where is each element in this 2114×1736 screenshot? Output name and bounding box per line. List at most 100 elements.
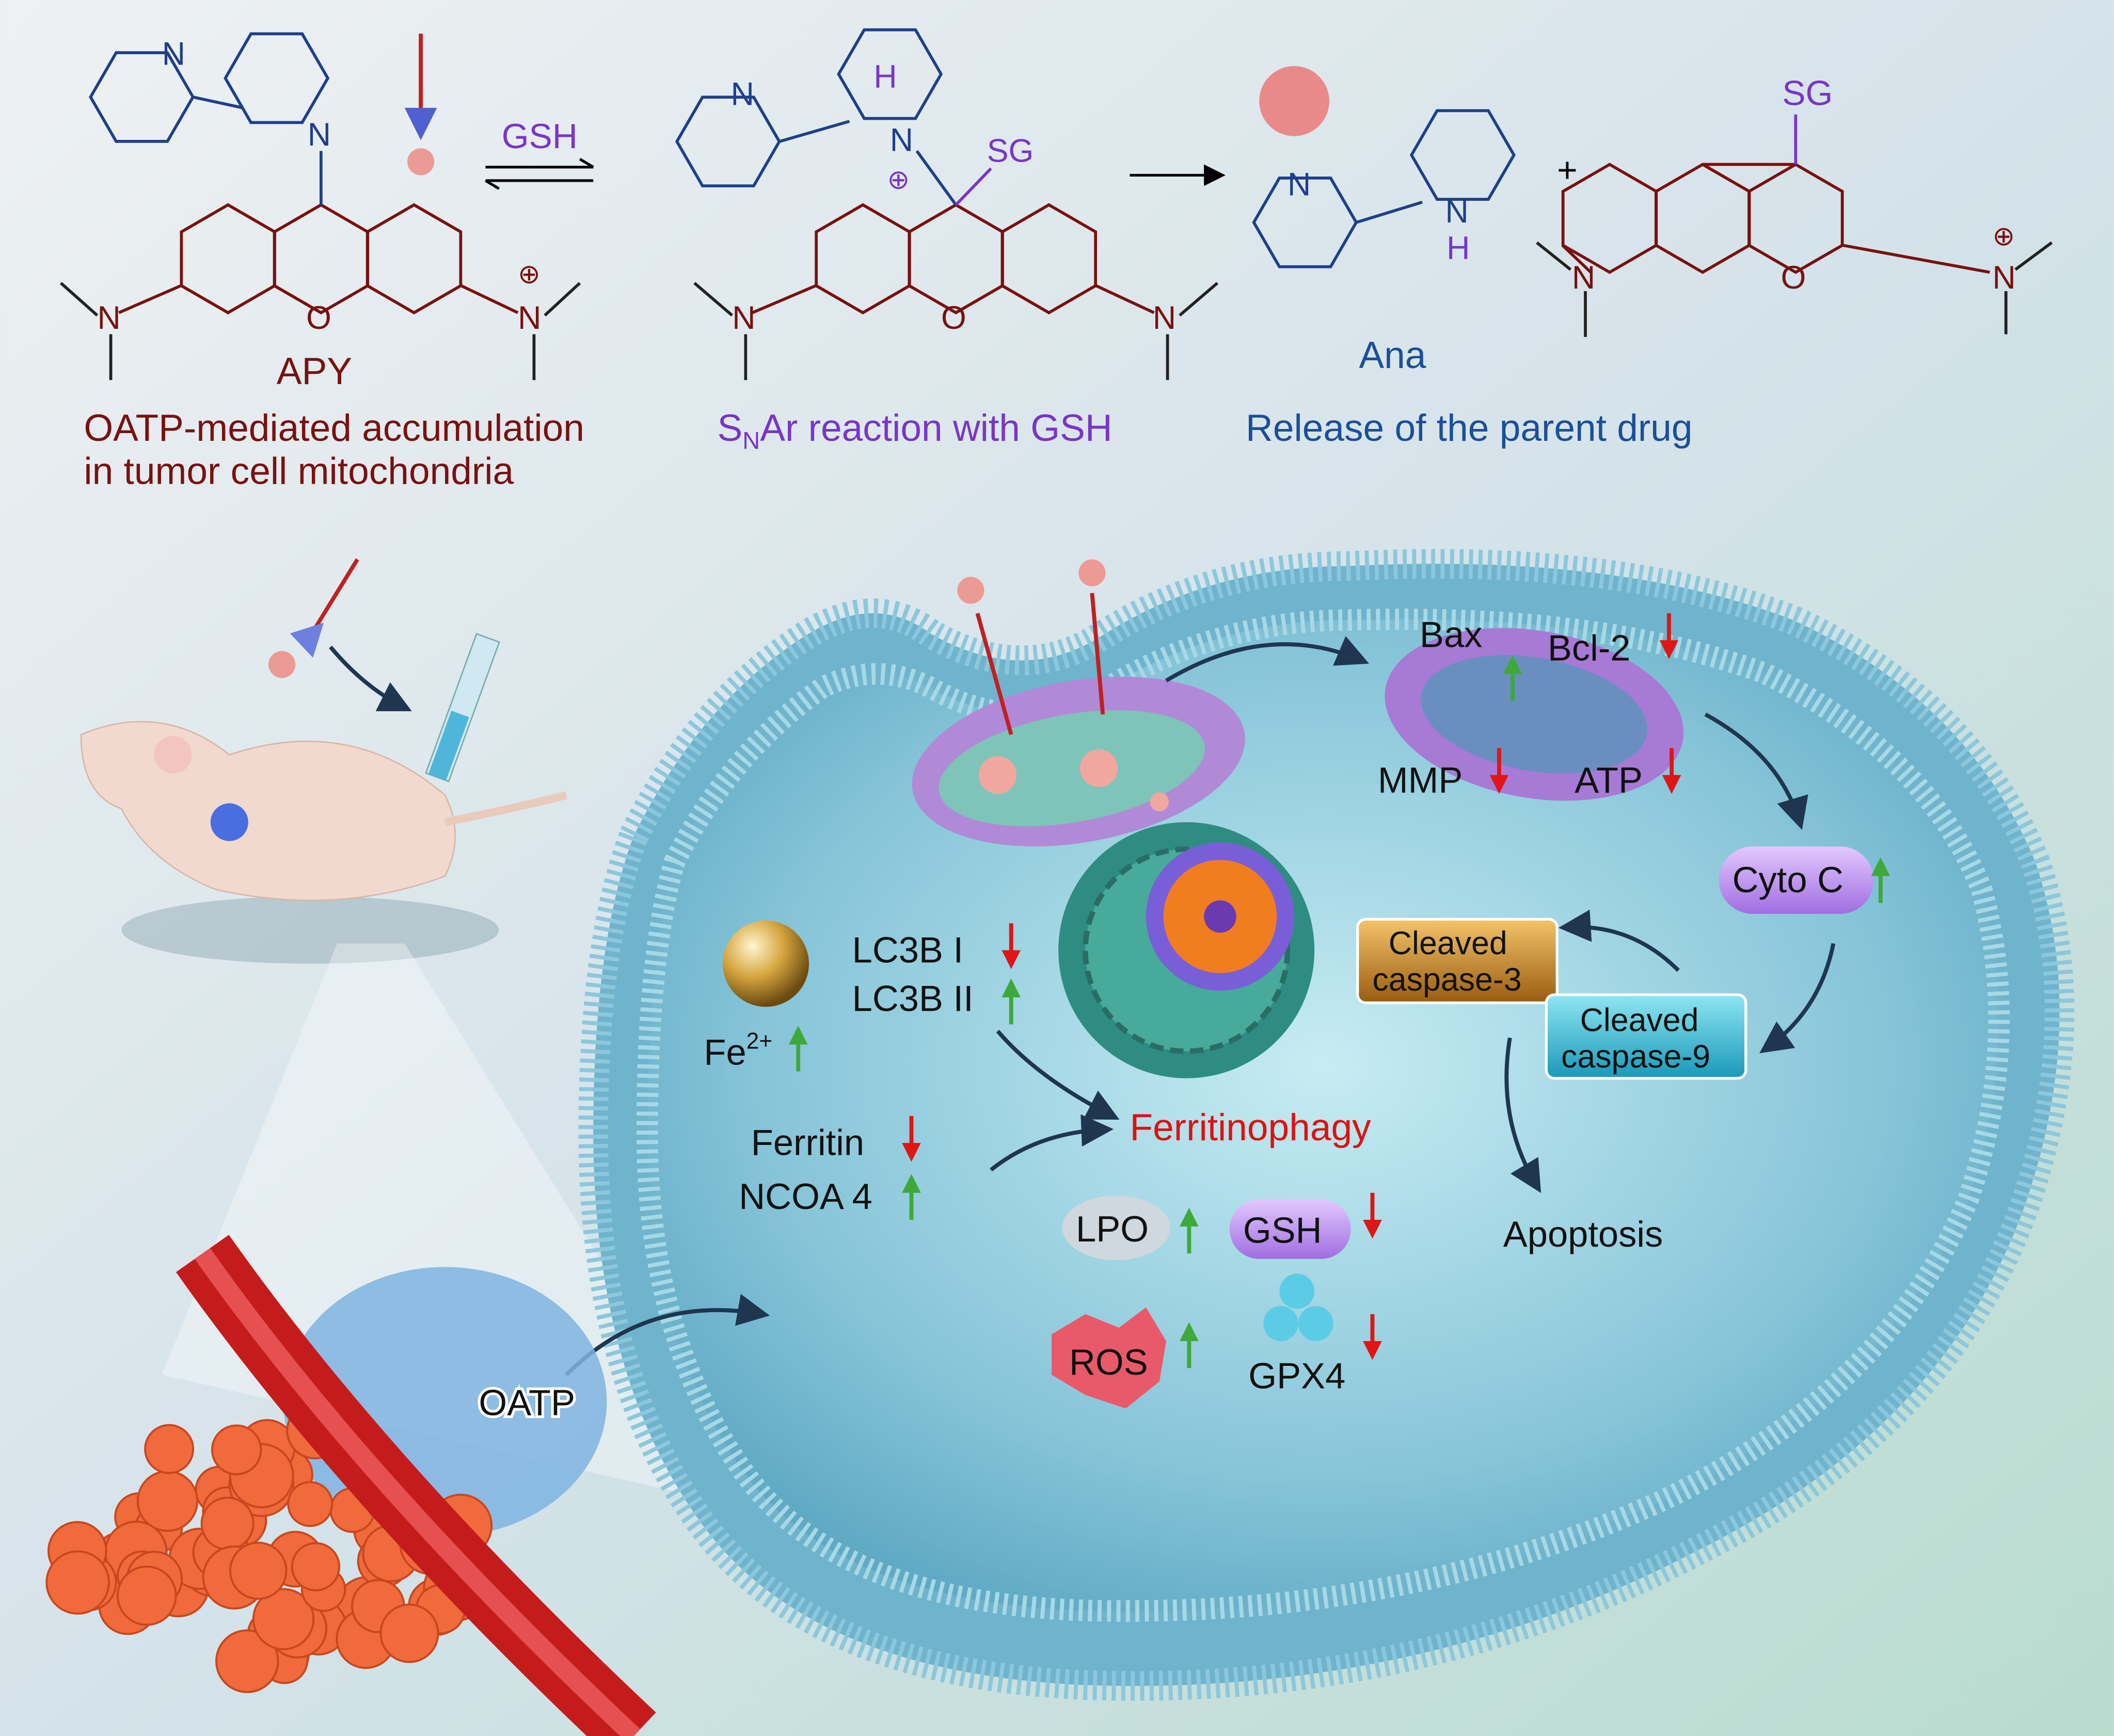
bond <box>955 167 992 206</box>
ferritinophagy-label: Ferritinophagy <box>1130 1107 1371 1149</box>
arrow-head <box>1662 775 1681 794</box>
drug-release-particle <box>1259 66 1329 136</box>
caspase-9-line1: Cleaved <box>1580 1002 1699 1038</box>
caspase-9-badge <box>1545 993 1747 1080</box>
up-arrow-icon <box>1503 655 1522 701</box>
atom-n: N <box>732 300 755 336</box>
bond <box>2014 241 2053 271</box>
up-arrow-icon <box>1180 1322 1199 1368</box>
chemical-structures <box>60 28 2053 380</box>
atom-n: N <box>97 300 120 336</box>
bond <box>193 95 244 109</box>
iron-sphere-icon <box>722 920 809 1007</box>
up-arrow-icon <box>1871 857 1890 903</box>
blood-vessel <box>176 1235 656 1736</box>
tumor-cell <box>200 1496 255 1551</box>
up-arrow-icon <box>788 1025 808 1072</box>
nucleus-er <box>1058 822 1315 1078</box>
tumor-cell <box>291 1542 341 1591</box>
tumor-cell <box>379 1603 439 1663</box>
down-arrow-icon <box>1662 748 1681 794</box>
arrow-head <box>1659 640 1679 659</box>
atom-o: O <box>1781 260 1806 296</box>
snar-caption: SNAr reaction with GSH <box>718 407 1112 454</box>
mitochondrion-damaged <box>1385 628 1684 801</box>
lc3b2-label: LC3B II <box>852 978 974 1018</box>
charge: ⊕ <box>887 165 910 195</box>
flow-arrow <box>1704 712 1808 830</box>
tumor-cell <box>136 1470 199 1532</box>
arrow-head <box>1503 655 1522 674</box>
bond <box>1095 284 1155 314</box>
tumor-cell <box>229 1541 288 1600</box>
bond <box>693 282 734 317</box>
down-arrow-icon <box>1489 748 1509 794</box>
flow-arrow <box>1504 1037 1541 1193</box>
flow-arrow <box>1759 943 1836 1054</box>
tumor-cell <box>211 1424 262 1475</box>
arrow-head <box>902 1174 921 1193</box>
flow-arrow <box>1558 910 1680 972</box>
arrow-head <box>1002 950 1021 969</box>
atom-n: N <box>162 36 185 72</box>
up-arrow-icon <box>902 1174 921 1220</box>
equilibrium-arrow <box>485 157 594 190</box>
caspase-3-badge <box>1356 918 1559 1005</box>
bax-label: Bax <box>1420 614 1482 655</box>
ferritin-label: Ferritin <box>751 1122 864 1163</box>
lpo-label: LPO <box>1076 1208 1149 1249</box>
fe-label: Fe2+ <box>704 1028 772 1072</box>
ring <box>224 32 330 124</box>
caspase-3-line1: Cleaved <box>1389 926 1507 962</box>
lc3b1-label: LC3B I <box>852 929 963 970</box>
apy-label: APY <box>277 351 352 392</box>
gpx4-label: GPX4 <box>1248 1355 1345 1396</box>
atom-n: N <box>1288 167 1311 203</box>
scheme-dart-icon <box>404 34 437 176</box>
arrow-head <box>1489 775 1509 794</box>
mmp-label: MMP <box>1378 759 1463 800</box>
down-arrow-icon <box>1363 1192 1382 1239</box>
ring <box>1409 109 1516 201</box>
arrow-head <box>1363 1341 1382 1360</box>
ana-label: Ana <box>1359 335 1426 376</box>
ring <box>365 203 463 315</box>
ros-label: ROS <box>1069 1342 1148 1382</box>
bond <box>118 284 182 314</box>
flow-arrow <box>1165 636 1369 682</box>
atom-h: H <box>1447 230 1470 266</box>
atom-n: N <box>1445 194 1468 230</box>
arrow-head <box>1871 857 1890 877</box>
ring <box>1747 163 1844 274</box>
charge: ⊕ <box>518 259 541 289</box>
ring <box>1252 177 1358 268</box>
oatp-label: OATP <box>479 1382 575 1423</box>
ring <box>89 51 195 143</box>
tumor-cell <box>144 1424 195 1474</box>
atom-n: N <box>518 300 541 336</box>
atom-n: N <box>1993 260 2016 296</box>
ring <box>675 95 781 187</box>
atom-n: N <box>308 117 331 153</box>
caspase-9-line2: caspase-9 <box>1561 1039 1710 1075</box>
tumor-cell <box>287 1481 333 1527</box>
gsh-label: GSH <box>1243 1209 1322 1250</box>
flow-arrow <box>990 1114 1114 1172</box>
arrow-head <box>1002 978 1021 998</box>
cyto-c-badge <box>1719 846 1874 914</box>
atom-o: O <box>941 300 966 336</box>
atom-o: O <box>306 300 331 336</box>
atom-h: H <box>873 59 897 95</box>
sg-label: SG <box>987 133 1034 169</box>
arrow-head <box>788 1025 808 1045</box>
ros-cell-icon <box>1052 1307 1166 1409</box>
down-arrow-icon <box>1002 923 1021 969</box>
tumor-cell <box>116 1565 177 1626</box>
bond <box>752 284 817 314</box>
mitochondrion-intact <box>912 676 1245 847</box>
bond <box>60 282 99 317</box>
apy-dart-icon <box>957 559 1106 736</box>
reagent-gsh: GSH <box>502 117 578 156</box>
caspase-3-line2: caspase-3 <box>1372 962 1521 998</box>
